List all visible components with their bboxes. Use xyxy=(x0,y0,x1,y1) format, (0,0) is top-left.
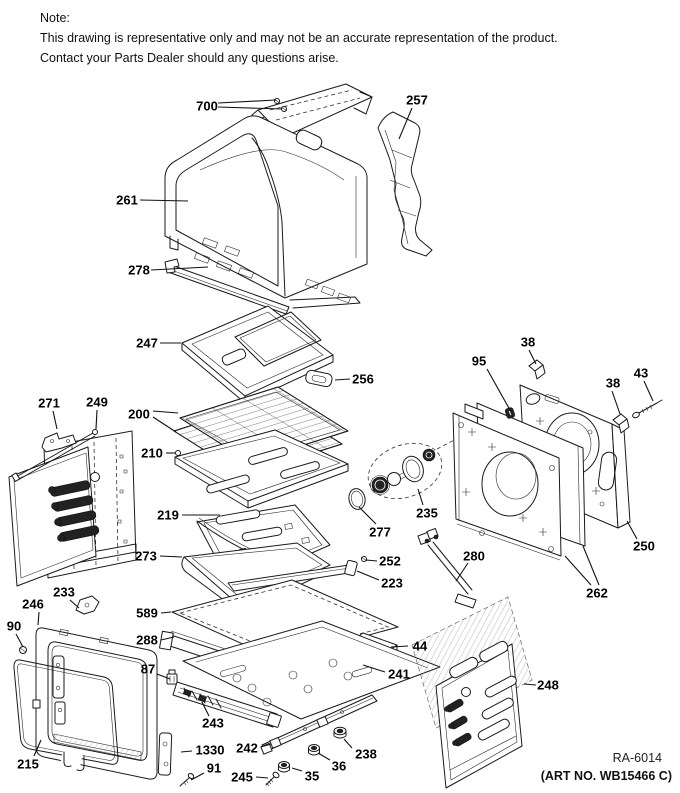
screw-90-drawing xyxy=(19,646,27,654)
clip-38b-drawing xyxy=(612,413,630,434)
leader-line-246 xyxy=(37,611,40,626)
screw-43-drawing xyxy=(632,399,663,419)
screw-245-drawing xyxy=(265,771,280,787)
leader-line-252 xyxy=(365,559,378,562)
leader-line-243 xyxy=(201,701,210,717)
leader-line-90 xyxy=(15,633,24,648)
leader-line-262 xyxy=(564,555,592,586)
bracket-280-drawing xyxy=(417,528,477,609)
leader-line-277 xyxy=(358,506,377,525)
leader-lines xyxy=(15,99,654,781)
leader-line-87 xyxy=(156,673,171,680)
clip-233-drawing xyxy=(75,595,100,615)
note-line-1: This drawing is representative only and … xyxy=(40,31,558,45)
front-frame-246-drawing xyxy=(32,627,158,780)
leader-line-241 xyxy=(362,664,386,673)
leader-line-1330 xyxy=(180,750,193,753)
nut-35-drawing xyxy=(278,761,290,773)
top-panel-247-drawing xyxy=(181,305,334,404)
bar-223-drawing xyxy=(227,559,358,592)
screw-252-drawing xyxy=(360,556,368,562)
leader-line-233 xyxy=(69,599,80,609)
leader-line-38 xyxy=(611,390,621,415)
cover-261-drawing xyxy=(164,115,368,299)
leader-line-271 xyxy=(52,410,58,430)
leader-line-262 xyxy=(582,545,600,586)
leader-line-215 xyxy=(33,739,42,757)
leader-line-91 xyxy=(190,772,205,781)
lamp-assembly-235-drawing xyxy=(367,436,461,500)
leader-line-250 xyxy=(626,520,638,540)
leader-line-238 xyxy=(343,738,353,749)
front-rail-242-drawing xyxy=(260,694,378,755)
rear-trim-panel-drawing xyxy=(251,83,373,138)
leader-line-223 xyxy=(356,570,380,581)
leader-line-273 xyxy=(159,555,183,558)
leader-line-589 xyxy=(160,611,172,614)
clip-87-drawing xyxy=(166,669,178,685)
drawing-code: RA-6014 xyxy=(612,751,662,765)
leader-line-256 xyxy=(334,378,351,381)
screw-91-drawing xyxy=(179,772,195,787)
leader-line-95 xyxy=(486,368,511,411)
left-side-panel-drawing xyxy=(8,430,137,587)
leader-line-242 xyxy=(260,743,272,748)
oven-back-panel-262a-drawing xyxy=(452,403,562,561)
leader-line-261 xyxy=(139,199,189,202)
retainer-panel-248-drawing xyxy=(435,640,523,789)
rail-249-drawing xyxy=(11,429,98,482)
leader-line-700 xyxy=(217,99,277,104)
art-number: (ART NO. WB15466 C) xyxy=(540,769,672,783)
leader-line-38 xyxy=(528,349,537,365)
leader-line-200 xyxy=(152,410,179,414)
note-title: Note: xyxy=(40,11,70,25)
spacer-257-drawing xyxy=(377,111,433,257)
leader-line-278 xyxy=(150,266,209,271)
note-block: Note: This drawing is representative onl… xyxy=(40,8,620,68)
grommet-95-drawing xyxy=(505,407,515,419)
bracket-256-drawing xyxy=(305,369,333,388)
leader-line-257 xyxy=(398,107,413,140)
bracket-1330-drawing xyxy=(157,732,173,776)
leader-line-43 xyxy=(643,380,654,402)
leader-line-288 xyxy=(160,636,175,641)
leader-line-44 xyxy=(390,645,409,648)
screw-210-leader-end xyxy=(175,450,181,456)
leader-line-235 xyxy=(417,488,424,506)
leader-line-245 xyxy=(255,776,269,779)
note-line-2: Contact your Parts Dealer should any que… xyxy=(40,51,339,65)
screws-700-drawing xyxy=(273,98,288,112)
leader-line-248 xyxy=(523,683,537,686)
broiler-pan-210-drawing xyxy=(174,429,349,509)
leader-line-280 xyxy=(455,562,469,582)
door-gasket-215-drawing xyxy=(13,659,119,771)
leader-line-700 xyxy=(217,106,283,110)
drawer-rail-243-drawing xyxy=(172,681,282,728)
leader-line-200 xyxy=(152,416,177,433)
bracket-271-drawing xyxy=(41,432,77,453)
leader-line-249 xyxy=(95,409,98,430)
nut-36-drawing xyxy=(308,744,320,756)
ring-277-drawing xyxy=(348,488,366,510)
leader-line-36 xyxy=(317,752,331,761)
clip-38a-drawing xyxy=(528,359,546,380)
nut-238-drawing xyxy=(333,726,347,739)
leader-line-35 xyxy=(291,767,303,772)
